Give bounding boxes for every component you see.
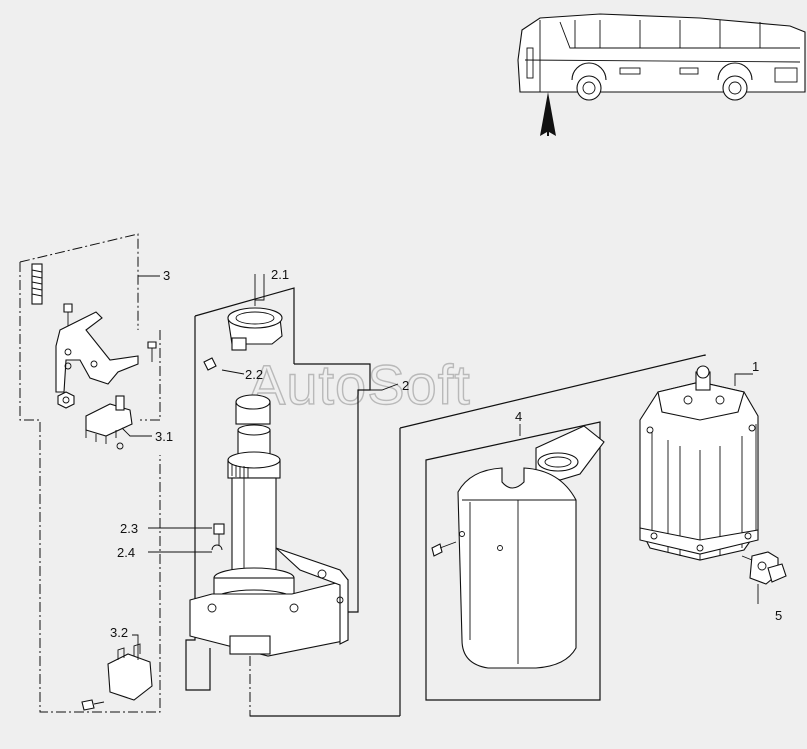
callout-4: 4 [515,409,522,424]
location-arrow-icon [540,92,556,136]
callout-3-2: 3.2 [110,625,128,640]
watermark: AutoSoft [248,353,471,416]
callout-2-2: 2.2 [245,367,263,382]
callout-2-4: 2.4 [117,545,135,560]
leader-lines [121,274,759,660]
cover-assembly-4 [250,354,706,717]
callout-2: 2 [402,378,409,393]
callout-labels: 1 2 2.1 2.2 2.3 2.4 3 3.1 3.2 4 5 [110,267,782,640]
bus-locator-illustration [517,13,806,101]
callout-2-3: 2.3 [120,521,138,536]
callout-1: 1 [752,359,759,374]
callout-5: 5 [775,608,782,623]
bracket-assembly-3 [19,233,161,713]
valve-part-5 [741,551,787,585]
actuator-part-1 [639,365,759,561]
callout-3-1: 3.1 [155,429,173,444]
cylinder-assembly-2 [185,287,371,717]
callout-2-1: 2.1 [271,267,289,282]
callout-3: 3 [163,268,170,283]
